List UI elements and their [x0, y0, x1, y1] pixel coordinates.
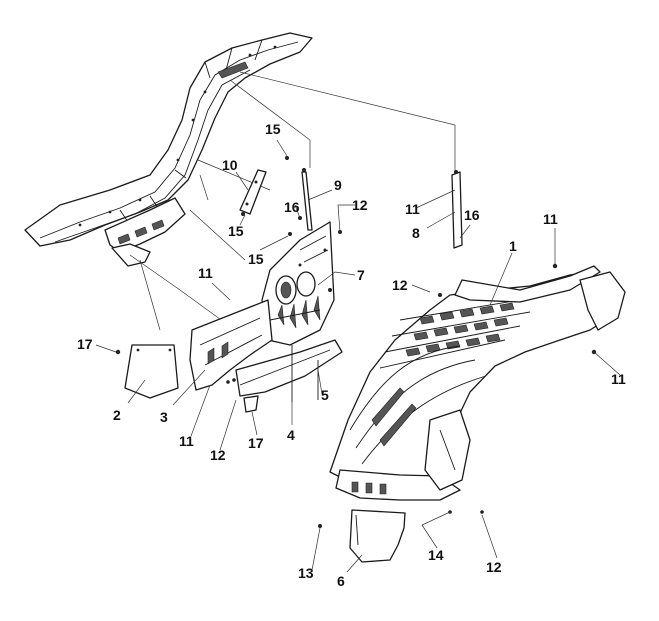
callout-11-bottom: 11: [179, 433, 194, 449]
callout-8: 8: [412, 225, 420, 241]
callout-16-right: 16: [464, 207, 480, 223]
callout-6: 6: [337, 573, 345, 589]
callout-17-bottom: 17: [248, 435, 264, 451]
callout-1: 1: [509, 238, 517, 254]
fasteners: [226, 156, 442, 384]
callout-11-top: 11: [405, 201, 420, 217]
callout-14: 14: [428, 547, 444, 563]
callout-15-mid: 15: [228, 223, 244, 239]
mud-flap-part-6: [318, 509, 484, 563]
callout-15-top: 15: [265, 121, 281, 137]
callout-12-right: 12: [486, 559, 502, 575]
callout-17-left: 17: [77, 336, 93, 352]
callout-7: 7: [357, 267, 365, 283]
flap-part-2: [115, 344, 179, 399]
fender-deck-grid: [379, 299, 531, 369]
splash-panel-part-4: [235, 339, 343, 397]
bracket-part-10: [239, 169, 267, 216]
callout-16-left: 16: [284, 199, 300, 215]
callout-3: 3: [160, 409, 168, 425]
callout-11-left: 11: [198, 265, 213, 281]
callout-11-right: 11: [611, 371, 626, 387]
callout-12-upper: 12: [352, 197, 368, 213]
callout-9: 9: [334, 177, 342, 193]
callout-2: 2: [113, 407, 121, 423]
callout-5: 5: [321, 387, 329, 403]
callout-13: 13: [298, 565, 314, 581]
callout-labels: 1 2 3 4 5 6 7 8 9 10 11 11 11 11 11 12 1…: [77, 121, 626, 589]
callout-4: 4: [287, 427, 295, 443]
callout-leaders: [95, 139, 621, 573]
rod-part-9: [301, 168, 313, 231]
callout-15-lower: 15: [248, 251, 264, 267]
callout-11-top-right: 11: [543, 211, 558, 227]
inner-panel-part-7: [261, 221, 335, 346]
side-panel-part-3: [189, 299, 273, 391]
bracket-part-8: [451, 170, 463, 249]
callout-12-mid: 12: [392, 277, 408, 293]
fender-part-1: [329, 263, 626, 501]
flap-part-17b: [243, 395, 259, 413]
callout-12-bottom: 12: [210, 447, 226, 463]
frame-rail: [24, 32, 313, 267]
callout-10: 10: [222, 157, 238, 173]
